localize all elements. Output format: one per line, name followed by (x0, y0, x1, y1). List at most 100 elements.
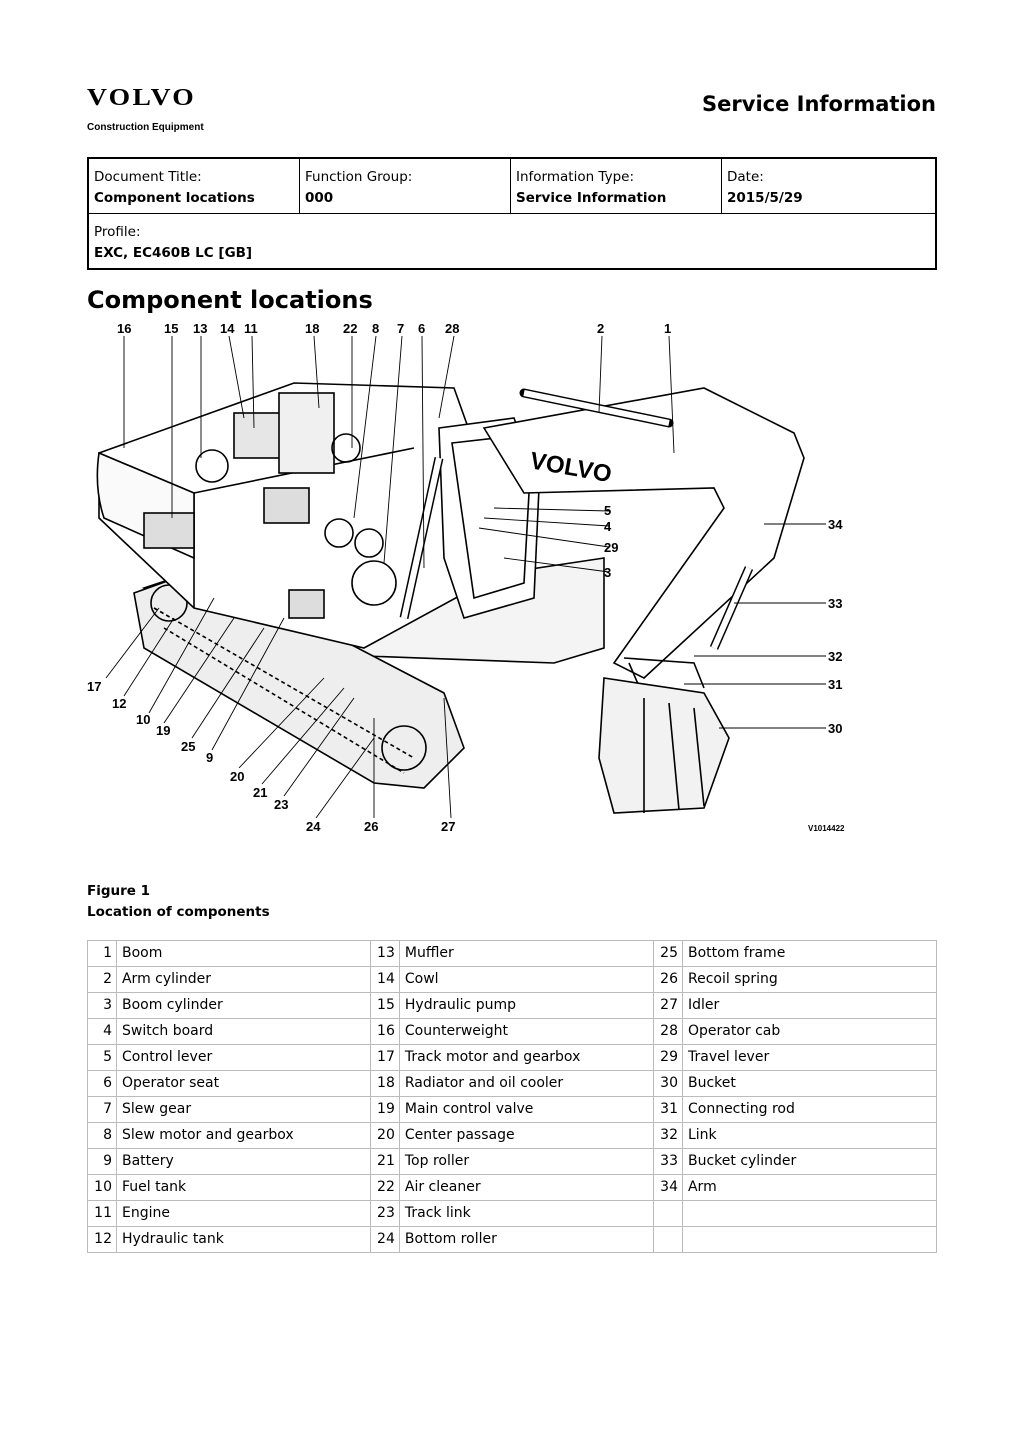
component-name: Muffler (398, 940, 655, 967)
component-name: Recoil spring (681, 966, 938, 993)
date-cell: Date: 2015/5/29 (721, 157, 937, 214)
function-group-value: 000 (305, 190, 334, 206)
component-number: 34 (653, 1174, 683, 1201)
excavator-component-figure: VOLVO (87, 321, 845, 834)
component-number: 19 (369, 1096, 400, 1123)
callout-17: 17 (87, 679, 101, 694)
doc-title-label: Document Title: (94, 169, 202, 185)
callout-20: 20 (230, 769, 244, 784)
callout-33: 33 (828, 596, 842, 611)
component-number: 13 (369, 940, 400, 967)
doc-title-value: Component locations (94, 190, 255, 206)
component-number: 11 (87, 1200, 117, 1227)
callout-25: 25 (181, 739, 195, 754)
component-number: 26 (653, 966, 683, 993)
component-number: 14 (369, 966, 400, 993)
component-name: Travel lever (681, 1044, 938, 1071)
component-number: 25 (653, 940, 683, 967)
component-number (653, 1226, 683, 1253)
component-name: Boom (115, 940, 371, 967)
function-group-label: Function Group: (305, 169, 413, 185)
component-name: Boom cylinder (115, 992, 371, 1019)
component-name: Top roller (398, 1148, 655, 1175)
callout-32: 32 (828, 649, 842, 664)
callout-12: 12 (112, 696, 126, 711)
doc-title-cell: Document Title: Component locations (87, 157, 300, 214)
component-number: 9 (87, 1148, 117, 1175)
component-number: 29 (653, 1044, 683, 1071)
component-name: Center passage (398, 1122, 655, 1149)
component-number: 28 (653, 1018, 683, 1045)
logo-wordmark: VOLVO (87, 85, 197, 111)
callout-24: 24 (306, 819, 321, 834)
component-name: Operator cab (681, 1018, 938, 1045)
component-name: Engine (115, 1200, 371, 1227)
component-name: Switch board (115, 1018, 371, 1045)
component-name: Track link (398, 1200, 655, 1227)
component-name: Connecting rod (681, 1096, 938, 1123)
component-name: Slew motor and gearbox (115, 1122, 371, 1149)
component-number: 21 (369, 1148, 400, 1175)
figure-image-id: V1014422 (808, 824, 845, 833)
component-name: Link (681, 1122, 938, 1149)
callout-29: 29 (604, 540, 618, 555)
callout-31: 31 (828, 677, 842, 692)
callout-2: 2 (597, 321, 604, 336)
component-number: 1 (87, 940, 117, 967)
component-number: 16 (369, 1018, 400, 1045)
callout-22: 22 (343, 321, 357, 336)
component-number: 27 (653, 992, 683, 1019)
component-number: 24 (369, 1226, 400, 1253)
component-number: 7 (87, 1096, 117, 1123)
component-number: 6 (87, 1070, 117, 1097)
component-name: Fuel tank (115, 1174, 371, 1201)
component-number: 10 (87, 1174, 117, 1201)
component-number: 30 (653, 1070, 683, 1097)
page-title: Component locations (87, 286, 373, 314)
date-label: Date: (727, 169, 764, 185)
component-number: 22 (369, 1174, 400, 1201)
figure-caption: Figure 1 Location of components (87, 881, 270, 923)
component-number: 15 (369, 992, 400, 1019)
component-number: 8 (87, 1122, 117, 1149)
component-number: 20 (369, 1122, 400, 1149)
info-type-cell: Information Type: Service Information (510, 157, 722, 214)
callout-11: 11 (244, 321, 258, 336)
component-number: 17 (369, 1044, 400, 1071)
component-name: Arm cylinder (115, 966, 371, 993)
volvo-logo: VOLVO Construction Equipment (87, 86, 204, 133)
callout-26: 26 (364, 819, 378, 834)
component-number: 31 (653, 1096, 683, 1123)
component-number: 3 (87, 992, 117, 1019)
component-number: 23 (369, 1200, 400, 1227)
figure-label: Figure 1 (87, 883, 151, 899)
callout-9: 9 (206, 750, 213, 765)
component-name: Radiator and oil cooler (398, 1070, 655, 1097)
callout-1: 1 (664, 321, 671, 336)
component-name: Idler (681, 992, 938, 1019)
component-name: Battery (115, 1148, 371, 1175)
component-number (653, 1200, 683, 1227)
component-name: Bucket cylinder (681, 1148, 938, 1175)
component-name: Slew gear (115, 1096, 371, 1123)
callout-15: 15 (164, 321, 178, 336)
component-number: 33 (653, 1148, 683, 1175)
info-type-value: Service Information (516, 190, 667, 206)
figure-description: Location of components (87, 904, 270, 920)
profile-value: EXC, EC460B LC [GB] (94, 245, 253, 261)
component-name: Bottom roller (398, 1226, 655, 1253)
callout-5: 5 (604, 503, 611, 518)
component-name: Bottom frame (681, 940, 938, 967)
component-name: Track motor and gearbox (398, 1044, 655, 1071)
component-name (681, 1200, 938, 1227)
document-meta-table: Document Title: Component locations Func… (87, 157, 937, 270)
logo-subtitle: Construction Equipment (87, 122, 204, 133)
